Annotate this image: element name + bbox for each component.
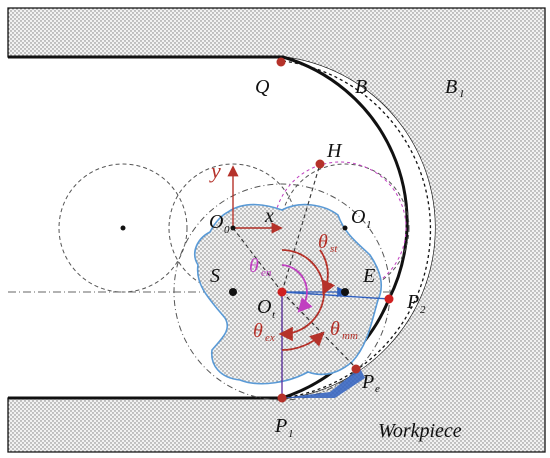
svg-text:0: 0 [224, 224, 230, 236]
label-B: B [355, 76, 367, 98]
svg-text:e: e [375, 383, 380, 395]
tool-circle-left [58, 163, 188, 293]
svg-text:1: 1 [366, 219, 372, 231]
label-theta-mm: θ mm [330, 318, 358, 342]
svg-text:P: P [274, 415, 287, 437]
label-Q: Q [255, 76, 270, 98]
point-S [229, 288, 237, 296]
svg-text:2: 2 [420, 304, 426, 316]
label-Ot: O t [257, 296, 276, 321]
cutter-body [194, 203, 382, 385]
svg-text:1: 1 [459, 88, 465, 100]
point-left-center [120, 225, 126, 231]
label-theta-en: θ en [249, 255, 272, 279]
arc-theta-st [319, 249, 336, 296]
svg-text:en: en [261, 267, 272, 279]
point-O0 [230, 225, 236, 231]
label-y: y [209, 158, 221, 183]
label-O1: O 1 [351, 206, 372, 231]
svg-text:O: O [351, 206, 365, 228]
arc-theta-mm [281, 331, 325, 351]
label-O0: O 0 [209, 211, 230, 236]
label-workpiece: Workpiece [378, 420, 462, 442]
boundary-B1 [282, 60, 432, 399]
label-S: S [210, 265, 220, 287]
svg-text:θ: θ [249, 255, 259, 277]
point-Pe [351, 364, 361, 374]
label-x: x [264, 205, 274, 227]
svg-text:θ: θ [318, 231, 328, 253]
svg-text:P: P [361, 371, 374, 393]
line-Ot-H [281, 163, 321, 293]
label-P2: P 2 [406, 291, 426, 316]
point-E [341, 288, 349, 296]
svg-text:mm: mm [342, 330, 358, 342]
svg-text:ex: ex [265, 332, 275, 344]
svg-text:θ: θ [330, 318, 340, 340]
arc-theta-ex [278, 249, 325, 342]
point-O1 [342, 225, 348, 231]
svg-text:B: B [445, 76, 457, 98]
label-B1: B 1 [445, 76, 465, 100]
point-Ot [277, 287, 287, 297]
label-theta-ex: θ ex [253, 320, 275, 344]
point-H [315, 159, 325, 169]
label-theta-st: θ st [318, 231, 338, 255]
line-Ot-Pe [281, 291, 357, 369]
svg-text:st: st [330, 243, 338, 255]
svg-text:t: t [272, 309, 276, 321]
svg-text:O: O [257, 296, 271, 318]
label-Pe: P e [361, 371, 380, 395]
svg-text:1: 1 [288, 428, 294, 440]
arc-theta-en [281, 264, 313, 313]
point-P2 [384, 294, 394, 304]
label-P1: P 1 [274, 415, 294, 440]
svg-text:θ: θ [253, 320, 263, 342]
label-E: E [362, 265, 375, 287]
point-P1 [277, 393, 287, 403]
svg-text:O: O [209, 211, 223, 233]
label-H: H [326, 140, 343, 162]
svg-text:P: P [406, 291, 419, 313]
boundary-B [8, 55, 409, 300]
engagement-wedge [282, 368, 365, 398]
point-Q [276, 57, 286, 67]
line-Ot-P2 [281, 291, 390, 300]
